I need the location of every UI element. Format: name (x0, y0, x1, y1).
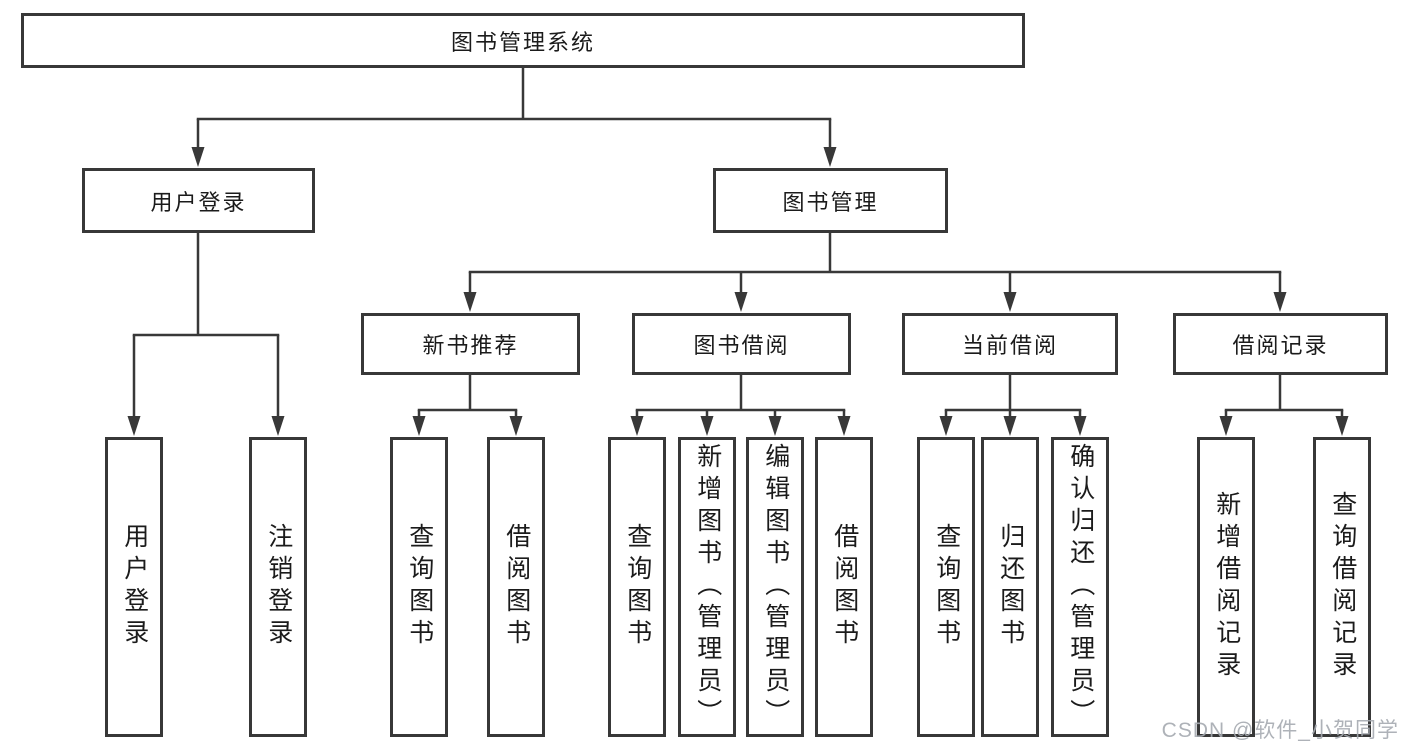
node-leaf-rec-borrow-books-label: 借阅图书 (502, 523, 531, 651)
node-leaf-bb-query-books: 查询图书 (608, 437, 666, 737)
node-leaf-bb-borrow-books-label: 借阅图书 (830, 523, 859, 651)
node-leaf-logout: 注销登录 (249, 437, 307, 737)
node-category-book-borrow-label: 图书借阅 (693, 333, 790, 358)
node-leaf-rec-query-books: 查询图书 (390, 437, 448, 737)
node-leaf-rec-borrow-books: 借阅图书 (487, 437, 545, 737)
node-branch-book-management: 图书管理 (713, 168, 948, 233)
node-category-current-borrow-label: 当前借阅 (961, 333, 1058, 358)
node-leaf-rec-query-books-label: 查询图书 (405, 523, 434, 651)
node-leaf-bb-add-book: 新增图书（管理员） (678, 437, 736, 737)
csdn-watermark: CSDN @软件_小贺同学 (1161, 719, 1399, 742)
node-root: 图书管理系统 (21, 13, 1025, 68)
node-leaf-br-add-record: 新增借阅记录 (1197, 437, 1255, 737)
node-leaf-bb-edit-book: 编辑图书（管理员） (746, 437, 804, 737)
node-category-book-borrow: 图书借阅 (632, 313, 851, 375)
node-leaf-cb-return-book-label: 归还图书 (996, 523, 1025, 651)
node-leaf-bb-query-books-label: 查询图书 (623, 523, 652, 651)
node-leaf-cb-confirm-return-label: 确认归还（管理员） (1066, 443, 1095, 731)
node-leaf-bb-add-book-label: 新增图书（管理员） (693, 443, 722, 731)
node-leaf-cb-confirm-return: 确认归还（管理员） (1051, 437, 1109, 737)
node-leaf-cb-query-books-label: 查询图书 (932, 523, 961, 651)
node-category-current-borrow: 当前借阅 (902, 313, 1118, 375)
node-category-new-book-recommend-label: 新书推荐 (422, 333, 519, 358)
node-leaf-br-query-record-label: 查询借阅记录 (1328, 491, 1357, 683)
node-leaf-bb-borrow-books: 借阅图书 (815, 437, 873, 737)
node-leaf-br-query-record: 查询借阅记录 (1313, 437, 1371, 737)
node-branch-book-management-label: 图书管理 (782, 189, 879, 215)
node-branch-user-login-label: 用户登录 (150, 189, 247, 215)
node-category-borrow-records: 借阅记录 (1173, 313, 1388, 375)
node-category-borrow-records-label: 借阅记录 (1232, 333, 1329, 358)
node-leaf-bb-edit-book-label: 编辑图书（管理员） (761, 443, 790, 731)
node-leaf-br-add-record-label: 新增借阅记录 (1212, 491, 1241, 683)
node-leaf-user-login-label: 用户登录 (120, 523, 149, 651)
node-leaf-cb-return-book: 归还图书 (981, 437, 1039, 737)
node-leaf-cb-query-books: 查询图书 (917, 437, 975, 737)
node-root-label: 图书管理系统 (450, 29, 595, 55)
node-leaf-logout-label: 注销登录 (264, 523, 293, 651)
node-branch-user-login: 用户登录 (82, 168, 315, 233)
node-leaf-user-login: 用户登录 (105, 437, 163, 737)
node-category-new-book-recommend: 新书推荐 (361, 313, 580, 375)
